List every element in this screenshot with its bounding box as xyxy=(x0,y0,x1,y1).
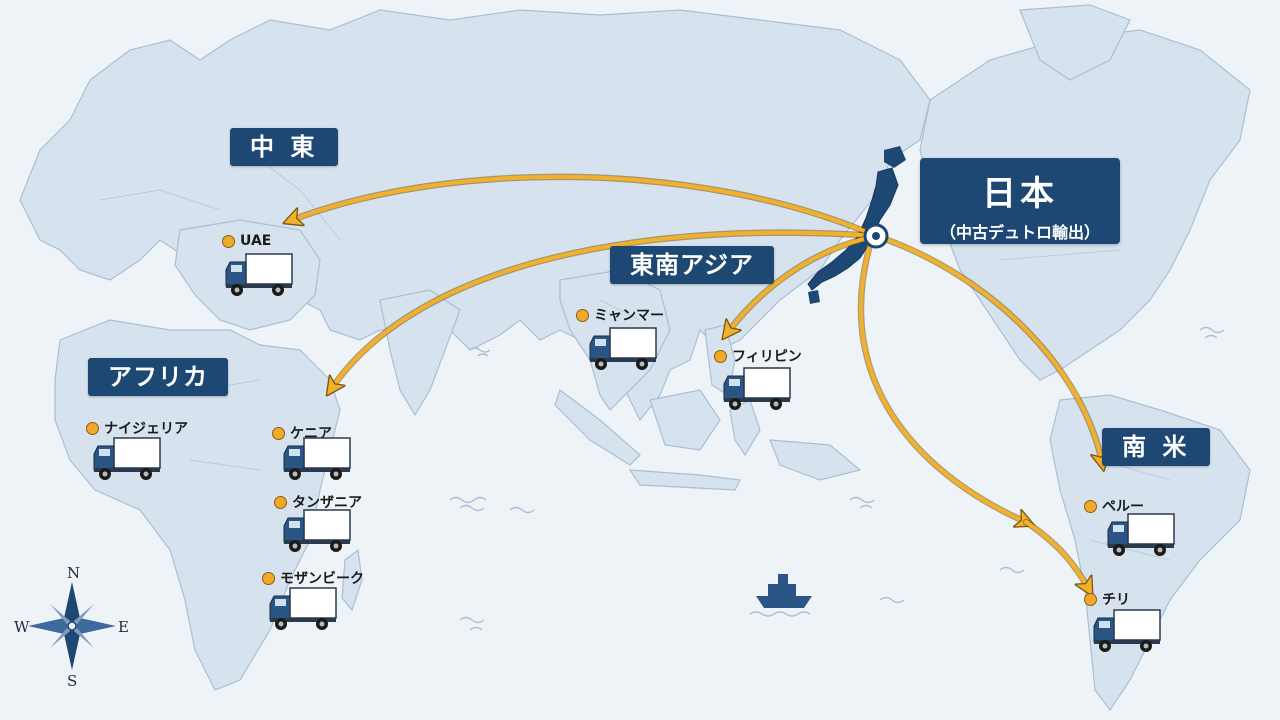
japan-subtitle: （中古デュトロ輸出） xyxy=(939,223,1100,242)
compass-south: S xyxy=(67,672,77,690)
truck-icon xyxy=(283,437,351,480)
greenland-land xyxy=(1019,4,1131,81)
city-name: フィリピン xyxy=(732,349,802,365)
destination-dot-icon xyxy=(1084,592,1097,606)
route-to-philippines xyxy=(728,234,878,332)
city-marker-tanzania: タンザニア xyxy=(274,492,362,512)
java-land xyxy=(628,469,741,491)
japan-land xyxy=(807,167,899,291)
city-name: ミャンマー xyxy=(594,308,664,324)
truck-icon xyxy=(283,509,351,552)
truck-icon xyxy=(1107,513,1175,556)
truck-icon xyxy=(93,437,161,480)
compass-icon: N S E W xyxy=(14,564,129,690)
city-marker-philippines: フィリピン xyxy=(714,346,802,366)
destination-dot-icon xyxy=(86,421,99,435)
destination-dot-icon xyxy=(262,571,275,585)
destination-dot-icon xyxy=(272,426,285,440)
compass-east: E xyxy=(118,618,129,636)
region-label-southeast-asia: 東南アジア xyxy=(610,246,775,284)
sumatra-land xyxy=(554,389,641,466)
truck-icon xyxy=(1093,609,1161,652)
city-name: UAE xyxy=(240,233,272,249)
city-name: チリ xyxy=(1102,592,1130,608)
city-marker-peru: ペルー xyxy=(1084,496,1144,516)
route-to-kenya xyxy=(332,230,878,388)
city-name: モザンビーク xyxy=(280,571,364,587)
city-marker-nigeria: ナイジェリア xyxy=(86,418,188,438)
region-label-south-america: 南 米 xyxy=(1102,428,1211,466)
truck-icon xyxy=(723,367,791,410)
city-name: ナイジェリア xyxy=(104,421,188,437)
route-to-chile xyxy=(1024,520,1088,588)
madagascar-land xyxy=(341,548,363,612)
borneo-land xyxy=(649,389,721,451)
route-to-uae xyxy=(292,174,878,238)
city-name: ペルー xyxy=(1102,499,1144,515)
region-label-middle-east: 中 東 xyxy=(230,128,339,166)
shipping-routes xyxy=(292,173,1102,588)
new-guinea-land xyxy=(769,439,862,481)
region-label-africa: アフリカ xyxy=(88,358,228,396)
destination-dot-icon xyxy=(222,234,235,248)
japan-label: 日本 （中古デュトロ輸出） xyxy=(920,158,1120,244)
destination-dot-icon xyxy=(576,308,589,322)
destination-dot-icon xyxy=(714,349,727,363)
city-name: タンザニア xyxy=(292,495,362,511)
ship-icon xyxy=(749,574,812,617)
route-to-peru xyxy=(874,234,1102,462)
destination-dot-icon xyxy=(274,495,287,509)
city-marker-myanmar: ミャンマー xyxy=(576,305,664,325)
destination-dot-icon xyxy=(1084,499,1097,513)
route-to-south-pacific xyxy=(858,243,1026,522)
truck-icon xyxy=(269,587,337,630)
truck-icon xyxy=(225,253,293,296)
compass-west: W xyxy=(14,618,30,636)
city-marker-chile: チリ xyxy=(1084,589,1130,609)
truck-icon xyxy=(589,327,657,370)
city-marker-uae: UAE xyxy=(222,233,271,249)
origin-marker-icon xyxy=(863,223,889,249)
compass-north: N xyxy=(67,564,80,582)
city-marker-mozambique: モザンビーク xyxy=(262,568,364,588)
japan-title: 日本 xyxy=(982,174,1058,214)
